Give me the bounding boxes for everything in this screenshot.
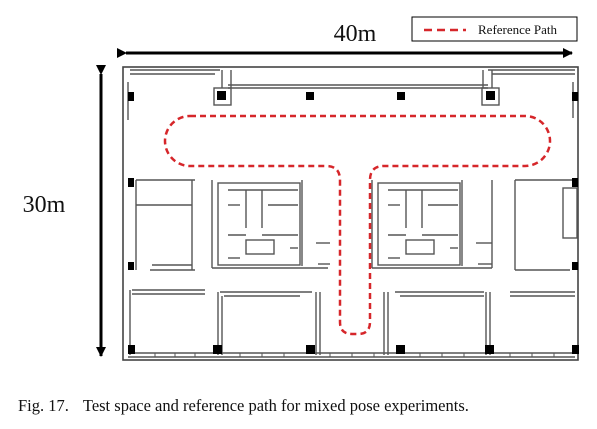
floor-plan-walls: [127, 69, 578, 358]
reference-path: [163, 114, 552, 336]
height-label: 30m: [23, 192, 66, 218]
window-ticks: [154, 353, 555, 357]
figure-caption: Fig. 17. Test space and reference path fo…: [18, 396, 588, 416]
legend-label: Reference Path: [478, 22, 558, 37]
legend: Reference Path: [411, 16, 578, 42]
building-outline: [122, 66, 579, 361]
caption-figure-number: Fig. 17.: [18, 396, 69, 415]
pillars: [128, 91, 579, 354]
width-label: 40m: [334, 21, 377, 47]
caption-text: Test space and reference path for mixed …: [82, 396, 469, 415]
